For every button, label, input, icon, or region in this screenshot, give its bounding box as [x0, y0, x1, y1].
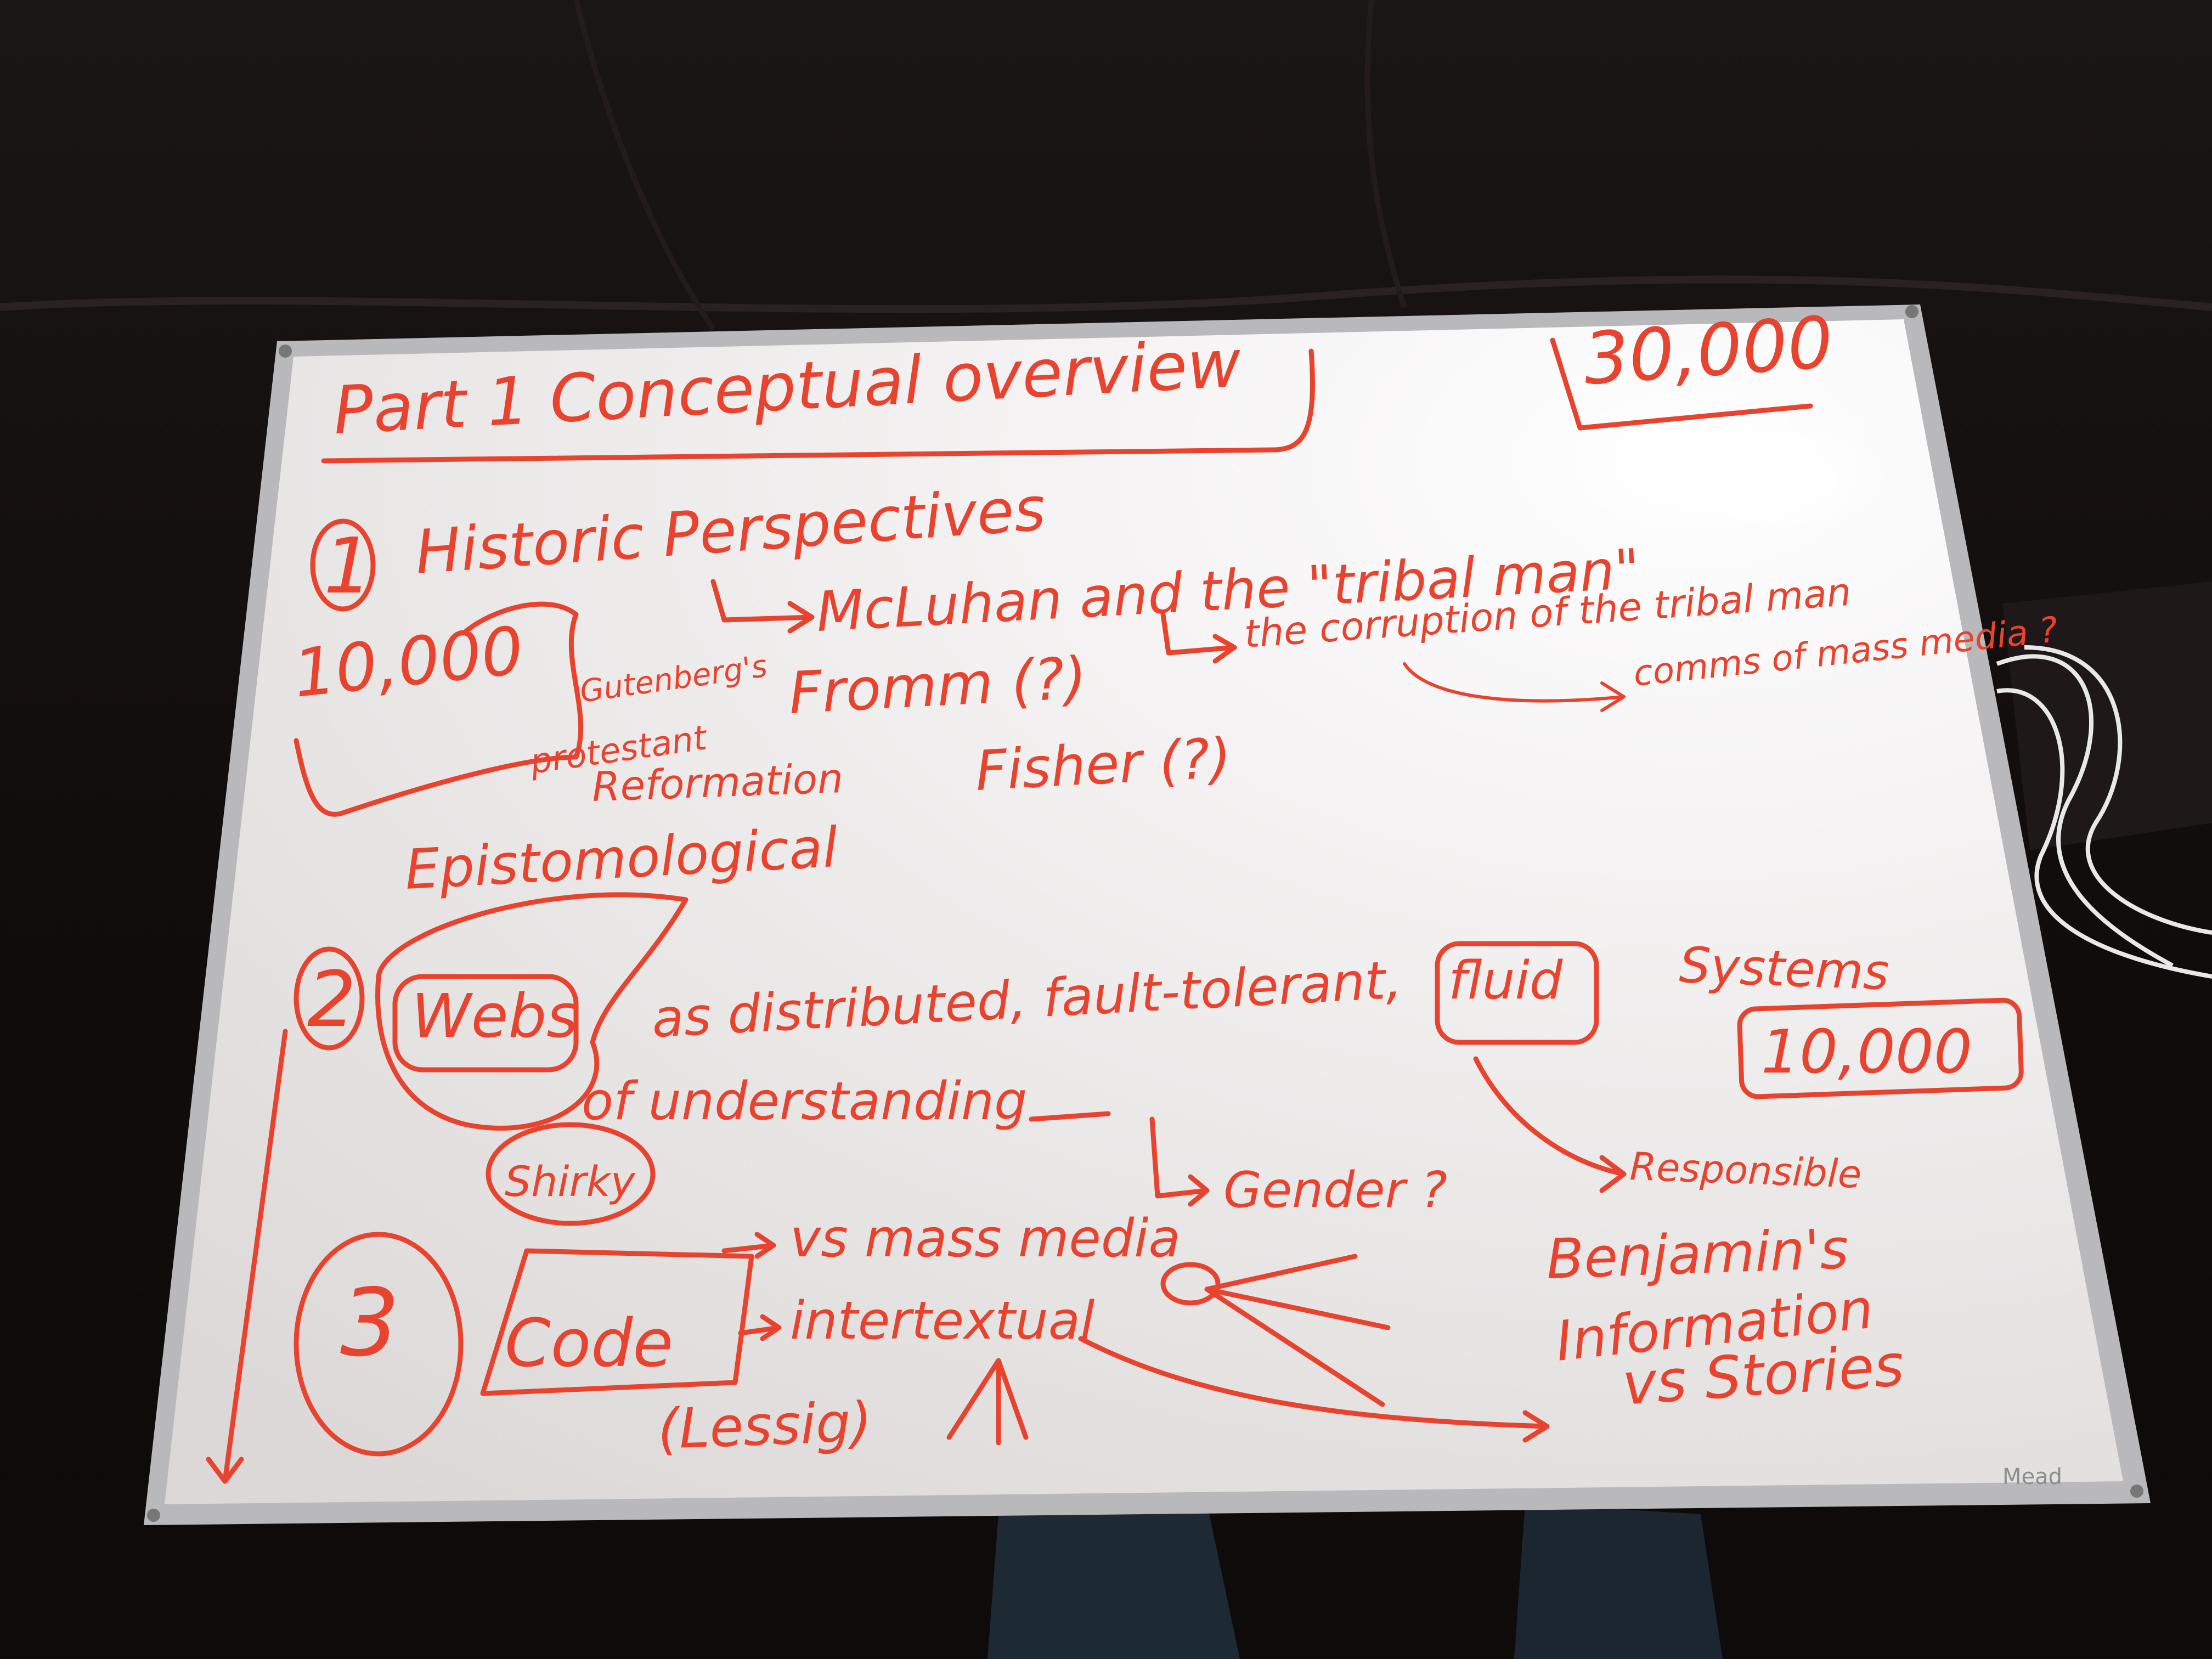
couch-seam [0, 275, 2212, 313]
shirky-text: Shirky [505, 1157, 636, 1206]
reformation-text: Reformation [591, 755, 844, 811]
understanding-tail [1029, 1111, 1111, 1122]
arrow-to-information [1078, 1336, 1550, 1443]
responsible-text: Responsible [1629, 1144, 1862, 1197]
section-3-number: 3 [340, 1269, 399, 1378]
arrow-fluid-to-responsible [1473, 1056, 1627, 1193]
benjamins-text: Benjamin's [1545, 1217, 1849, 1291]
webs-cloud [375, 892, 689, 1131]
fluid-text: fluid [1448, 951, 1563, 1011]
vs-mass-media-text: vs mass media [790, 1209, 1181, 1269]
code-text: Code [505, 1306, 673, 1382]
count-top-right-box [1550, 337, 1813, 431]
corner-screw [279, 345, 292, 358]
lessig-text: (Lessig) [657, 1390, 873, 1462]
fisher-text: Fisher (?) [974, 726, 1233, 803]
gender-text: Gender ? [1223, 1161, 1447, 1219]
section-2-circle [294, 946, 365, 1051]
shirky-circle [486, 1122, 656, 1226]
shoe [1514, 1503, 1723, 1659]
arrow-to-corruption [1160, 612, 1237, 664]
arrow-to-mcluhan [710, 579, 815, 634]
arrow-to-mass-media [1403, 662, 1626, 712]
gender-branch-arrows [1204, 1254, 1391, 1407]
couch-seam [573, 0, 716, 331]
intertextual-text: intertextual [790, 1291, 1094, 1351]
corner-screw [1905, 305, 1918, 318]
left-margin-arrow [206, 1029, 288, 1484]
cable [1996, 645, 2212, 979]
code-box [480, 1248, 754, 1396]
board-surface [165, 319, 2123, 1504]
glare [1657, 417, 1898, 538]
section-1-circle [310, 518, 376, 612]
webs-text: Webs [411, 981, 578, 1051]
corner-screw [2130, 1485, 2143, 1498]
fromm-text: Fromm (?) [787, 645, 1088, 727]
title-underline-box [321, 348, 1315, 464]
webs-box [392, 974, 579, 1073]
section-2-number: 2 [307, 955, 356, 1045]
section-2-count: 10,000 [1761, 1017, 1972, 1087]
section-2-count-box [1737, 997, 2024, 1099]
systems-text: Systems [1678, 936, 1890, 1001]
fluid-box [1435, 941, 1599, 1045]
arrow-to-intertextual [738, 1314, 782, 1341]
section-1-count-brace [294, 601, 584, 817]
arrow-to-gender [1149, 1116, 1210, 1207]
brand-logo: Mead [2002, 1464, 2062, 1489]
section-3-circle [294, 1232, 464, 1457]
corner-screw [147, 1509, 160, 1522]
arrow-to-vs-mass-media [721, 1232, 776, 1259]
tree-arrows-icon [946, 1358, 1029, 1446]
count-top-right: 30,000 [1581, 301, 1836, 401]
couch-seam [1364, 0, 1407, 308]
understanding-text: of understanding [582, 1071, 1027, 1132]
shoe [988, 1503, 1240, 1659]
gender-branch-node [1160, 1262, 1221, 1306]
